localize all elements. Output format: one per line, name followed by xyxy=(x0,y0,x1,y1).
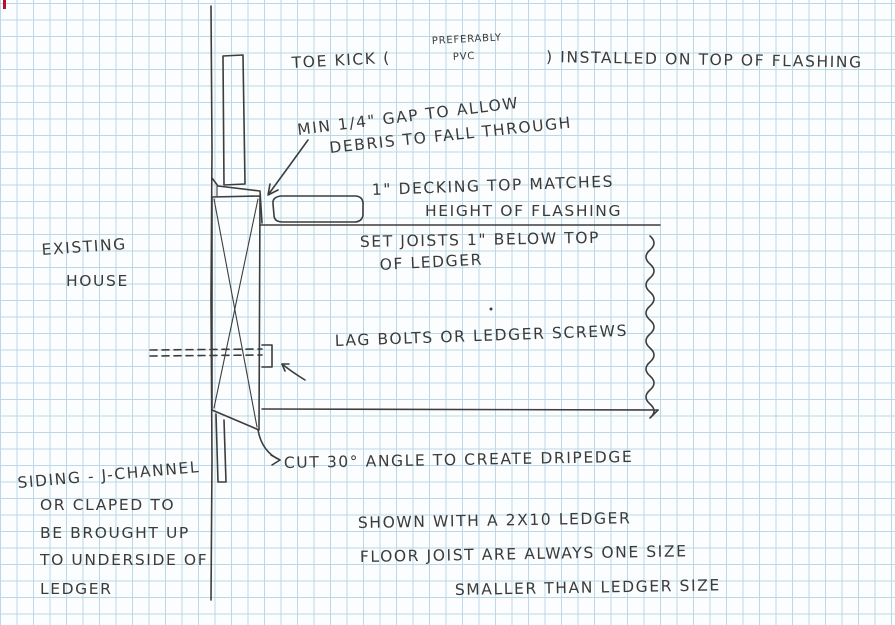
gap-arrow xyxy=(267,139,309,196)
cut-leader-line xyxy=(257,429,281,466)
siding-note-line3: BE BROUGHT UP xyxy=(40,524,190,542)
toe-kick-material-line2: PVC xyxy=(453,51,476,63)
lag-bolt-note: LAG BOLTS OR LEDGER SCREWS xyxy=(335,322,629,350)
existing-house-line2: HOUSE xyxy=(66,272,129,290)
decking-board xyxy=(272,195,364,223)
shown-note-line1: SHOWN WITH A 2X10 LEDGER xyxy=(358,509,632,532)
toe-kick-installed-label: ) INSTALLED ON TOP OF FLASHING xyxy=(546,48,863,72)
ledger-board xyxy=(211,195,261,431)
siding-note-line1: SIDING - J-CHANNEL xyxy=(17,458,201,492)
corner-marker xyxy=(3,0,6,9)
siding-piece xyxy=(215,413,227,483)
ink-dot xyxy=(489,307,493,311)
lag-bolt-upper xyxy=(149,348,263,351)
joist-bottom-line xyxy=(261,408,659,411)
ledger-cross-b xyxy=(213,198,259,409)
decking-note-line1: 1" DECKING TOP MATCHES xyxy=(372,173,615,199)
siding-note-line5: LEDGER xyxy=(40,580,113,598)
toe-kick-label: TOE KICK ( xyxy=(290,49,391,72)
bolt-arrow xyxy=(281,363,306,381)
toe-kick-material-line1: PREFERABLY xyxy=(432,32,503,47)
siding-note-line4: TO UNDERSIDE OF xyxy=(39,551,208,569)
toe-kick-board xyxy=(222,54,246,186)
lag-bolt-head xyxy=(261,344,273,368)
joist-break-line xyxy=(645,235,659,419)
ledger-cross-a xyxy=(213,198,258,428)
joists-note-line2: OF LEDGER xyxy=(379,251,483,274)
siding-note-line2: OR CLAPED TO xyxy=(40,496,175,514)
decking-note-line2: HEIGHT OF FLASHING xyxy=(425,202,622,220)
existing-house-line1: EXISTING xyxy=(41,235,127,259)
shown-note-line3: SMALLER THAN LEDGER SIZE xyxy=(455,576,721,599)
house-wall-line xyxy=(210,5,213,601)
lag-bolt-lower xyxy=(149,354,263,357)
flashing xyxy=(211,177,263,224)
joists-note-line1: SET JOISTS 1" BELOW TOP xyxy=(360,229,600,251)
shown-note-line2: FLOOR JOIST ARE ALWAYS ONE SIZE xyxy=(360,542,688,566)
cut-angle-note: CUT 30° ANGLE TO CREATE DRIPEDGE xyxy=(284,448,634,472)
